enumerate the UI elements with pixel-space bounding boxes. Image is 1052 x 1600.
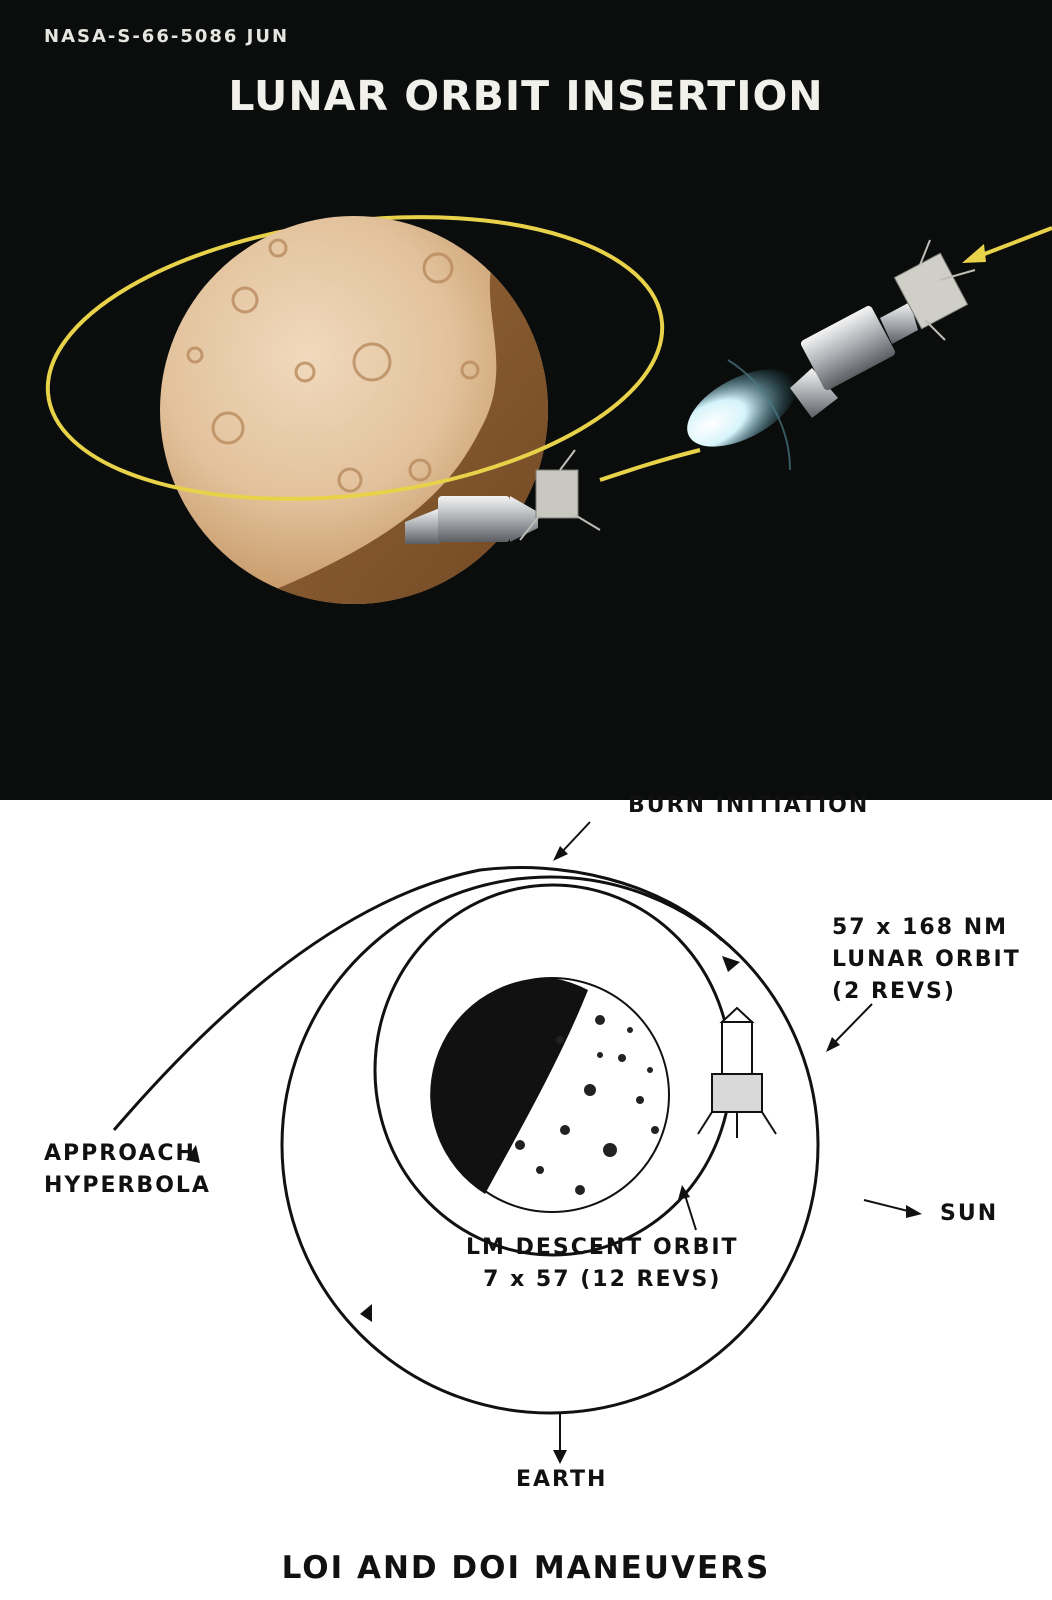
lunar-orbit-insertion-artwork: NASA-S-66-5086 JUN LUNAR ORBIT INSERTION	[0, 0, 1052, 800]
label-approach-hyperbola: APPROACH HYPERBOLA	[44, 1141, 211, 1198]
approach-hyperbola-path	[112, 866, 724, 1131]
photo-id: NASA-S-66-5086 JUN	[44, 26, 290, 47]
spacecraft-in-orbit	[405, 449, 601, 544]
arrowhead-approach	[186, 1145, 200, 1163]
artwork-title: LUNAR ORBIT INSERTION	[228, 72, 824, 120]
artwork-illustration	[45, 215, 1052, 604]
label-sun: SUN	[940, 1201, 999, 1226]
label-descent-orbit: LM DESCENT ORBIT 7 x 57 (12 REVS)	[466, 1235, 739, 1292]
loi-doi-diagram: BURN INITIATION 57 x 168 NM LUNAR ORBIT …	[0, 793, 1052, 1600]
lunar-orbit-ellipse	[280, 875, 820, 1415]
earth-direction-arrow	[553, 1412, 567, 1464]
spacecraft-engine-burn	[687, 239, 976, 471]
lunar-module-figure	[697, 1006, 777, 1138]
approach-arrow	[962, 226, 1052, 263]
orbit-front	[46, 322, 701, 501]
leader-burn-initiation	[553, 821, 591, 861]
diagram-caption: LOI AND DOI MANEUVERS	[281, 1550, 771, 1586]
leader-lunar-orbit	[826, 1003, 873, 1052]
orbit-diagram	[112, 821, 922, 1464]
arrowhead-outer	[360, 1304, 372, 1322]
moon	[160, 216, 548, 604]
moon-disk	[430, 977, 670, 1213]
sun-direction-arrow	[863, 1199, 922, 1218]
arrowhead-descent	[722, 956, 740, 972]
label-earth: EARTH	[516, 1467, 608, 1492]
label-lunar-orbit: 57 x 168 NM LUNAR ORBIT (2 REVS)	[832, 915, 1021, 1004]
leader-descent-orbit	[678, 1185, 697, 1231]
label-burn-initiation: BURN INITIATION	[628, 793, 870, 818]
